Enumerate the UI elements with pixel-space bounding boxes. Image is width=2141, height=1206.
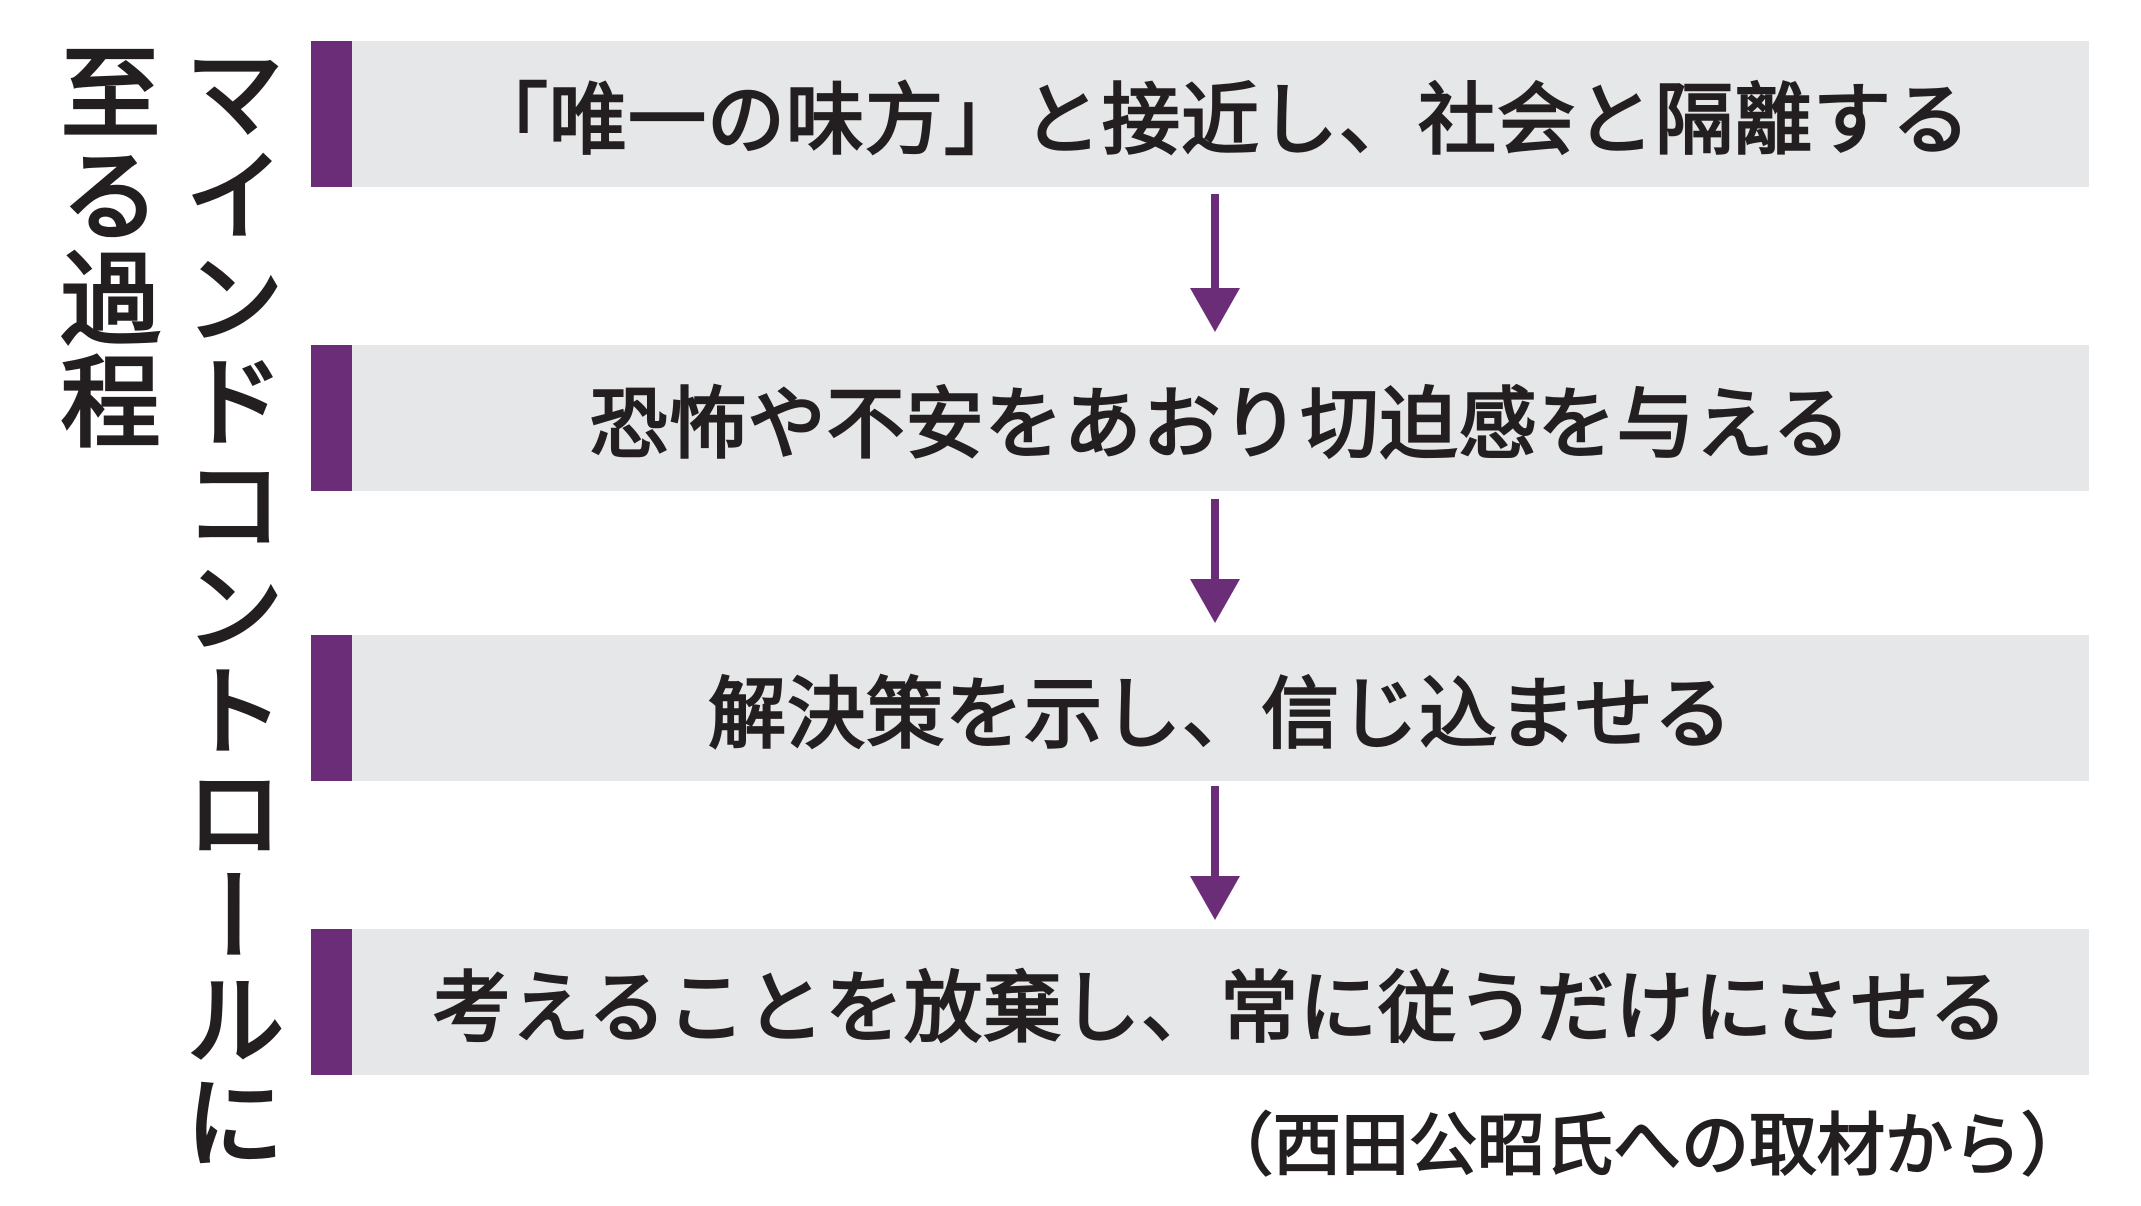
step-4: 考えることを放棄し、常に従うだけにさせる [311,929,2089,1075]
down-arrow-icon [1190,786,1240,924]
step-accent-bar [311,929,352,1075]
step-accent-bar [311,345,352,491]
step-1: 「唯一の味方」と接近し、社会と隔離する [311,41,2089,187]
step-accent-bar [311,635,352,781]
step-label: 「唯一の味方」と接近し、社会と隔離する [469,76,1971,166]
step-label: 解決策を示し、信じ込ませる [708,670,1733,760]
step-accent-bar [311,41,352,187]
title-line-1: マインドコントロールに [167,41,284,1174]
step-2: 恐怖や不安をあおり切迫感を与える [311,345,2089,491]
source-credit: （西田公昭氏への取材から） [1204,1106,2089,1186]
down-arrow-icon [1190,499,1240,629]
title-line-2: 至る過程 [43,41,160,453]
step-3: 解決策を示し、信じ込ませる [311,635,2089,781]
down-arrow-icon [1190,194,1240,332]
step-label: 考えることを放棄し、常に従うだけにさせる [432,964,2009,1054]
step-label: 恐怖や不安をあおり切迫感を与える [589,380,1852,470]
